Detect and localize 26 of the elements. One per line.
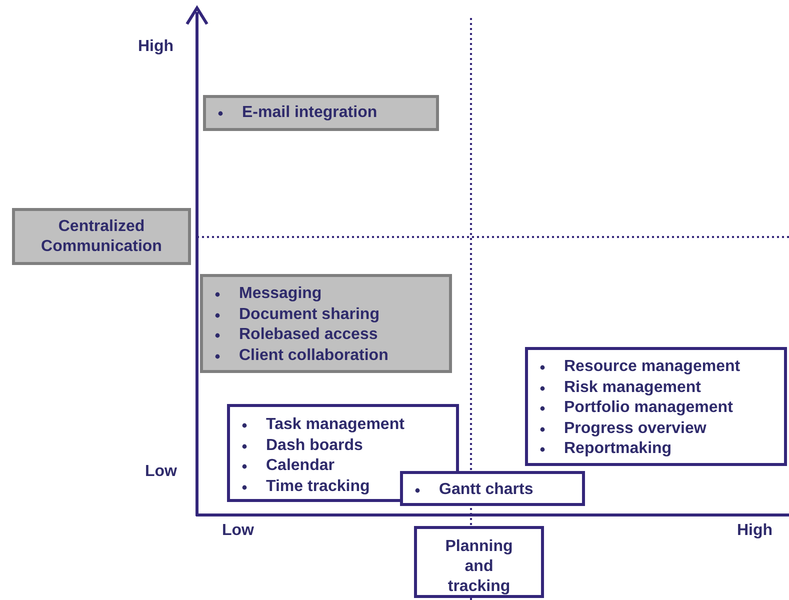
axis-tick-label: Low [222, 522, 254, 540]
bullet-item: Rolebased access [203, 325, 449, 346]
feature-box [525, 347, 787, 466]
bullet-item: Gantt charts [403, 480, 582, 500]
axis-title-box [414, 526, 544, 598]
axis-title: Centralized Communication [40, 217, 163, 257]
feature-box [200, 274, 452, 373]
bullet-item: Client collaboration [203, 346, 449, 366]
axis-tick-label: High [737, 522, 773, 540]
bullet-item: Messaging [203, 284, 449, 304]
feature-box [203, 95, 439, 131]
axis-tick-label: High [138, 38, 174, 56]
bullet-item: Risk management [528, 378, 784, 398]
axis-tick-label: Low [145, 463, 177, 481]
axis-title: Planning and tracking [444, 537, 514, 597]
bullet-item: Calendar [230, 456, 456, 476]
bullet-item: Portfolio management [528, 398, 784, 418]
bullet-item: Reportmaking [528, 439, 784, 460]
bullet-item: Resource management [528, 357, 784, 378]
bullet-item: Document sharing [203, 304, 449, 325]
bullet-item: Dash boards [230, 436, 456, 456]
feature-box [400, 471, 585, 506]
bullet-item: Progress overview [528, 418, 784, 439]
bullet-item: Task management [230, 415, 456, 436]
bullet-item: E-mail integration [206, 103, 436, 124]
axis-title-box [12, 208, 191, 265]
